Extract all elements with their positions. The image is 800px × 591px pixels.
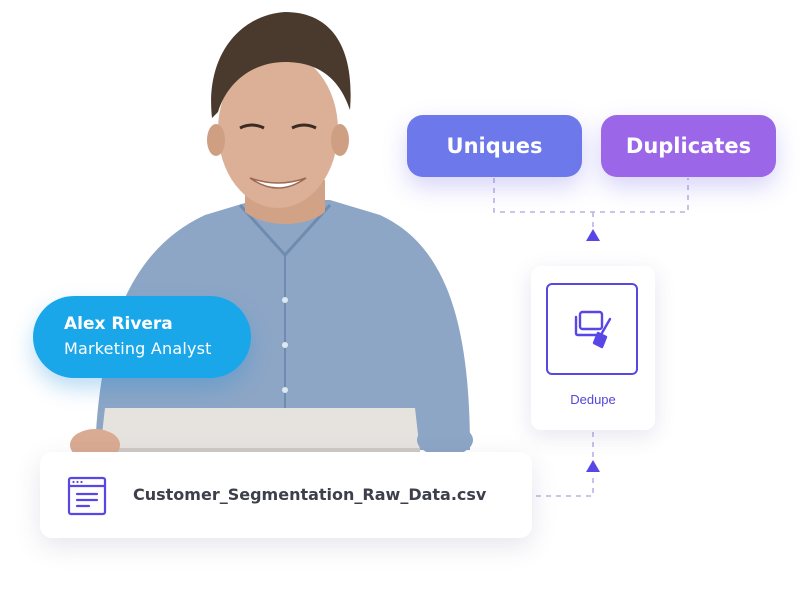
document-window-icon	[67, 476, 107, 516]
uniques-label: Uniques	[446, 134, 543, 158]
dedupe-step-card: Dedupe	[531, 266, 655, 430]
dedupe-label: Dedupe	[570, 392, 616, 407]
dedupe-broom-icon	[574, 310, 612, 349]
profile-name: Alex Rivera	[64, 314, 173, 334]
file-name: Customer_Segmentation_Raw_Data.csv	[133, 485, 487, 504]
dedupe-icon-frame	[546, 283, 638, 375]
profile-badge: Alex Rivera Marketing Analyst	[33, 296, 251, 378]
duplicates-output: Duplicates	[601, 115, 776, 177]
uniques-output: Uniques	[407, 115, 582, 177]
duplicates-label: Duplicates	[625, 134, 752, 158]
file-card[interactable]: Customer_Segmentation_Raw_Data.csv	[40, 452, 532, 538]
profile-role: Marketing Analyst	[64, 339, 212, 358]
